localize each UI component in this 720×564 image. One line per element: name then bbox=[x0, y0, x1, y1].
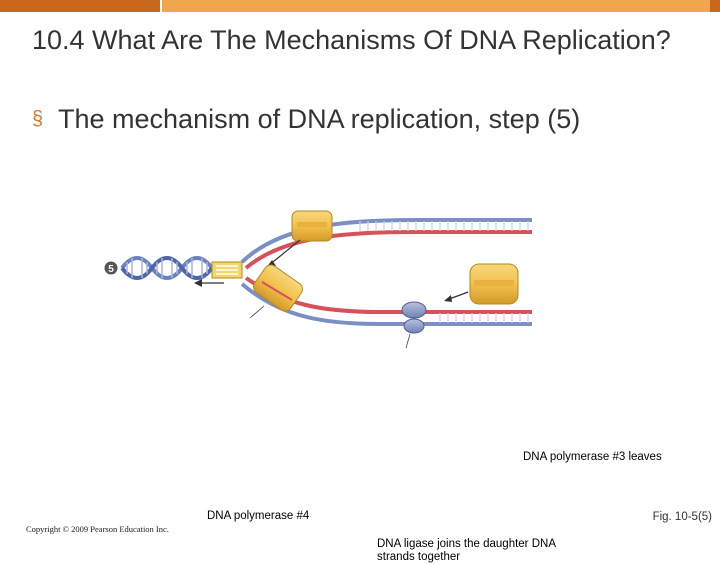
header-accent-bar bbox=[0, 0, 720, 14]
header-accent-light-segment bbox=[162, 0, 710, 12]
copyright-notice: Copyright © 2009 Pearson Education Inc. bbox=[26, 524, 169, 534]
parental-dna-helix bbox=[120, 256, 214, 280]
ligase-label: DNA ligase joins the daughter DNA strand… bbox=[377, 538, 556, 563]
bullet-item: § The mechanism of DNA replication, step… bbox=[32, 102, 692, 136]
bullet-text: The mechanism of DNA replication, step (… bbox=[58, 104, 581, 134]
figure-reference: Fig. 10-5(5) bbox=[652, 511, 712, 523]
dna-replication-diagram: 5 bbox=[0, 190, 720, 563]
slide-title: 10.4 What Are The Mechanisms Of DNA Repl… bbox=[32, 25, 671, 55]
step-number: 5 bbox=[108, 264, 114, 275]
helicase-block bbox=[211, 261, 243, 279]
fork-arrow-upper bbox=[267, 239, 301, 267]
header-accent-dark-segment bbox=[0, 0, 160, 12]
ligase-leader bbox=[405, 333, 411, 349]
upper-daughter-dna bbox=[240, 218, 532, 270]
dna-polymerase-3 bbox=[469, 263, 519, 305]
polymerase-4-leader bbox=[249, 305, 265, 319]
polymerase-4-label: DNA polymerase #4 bbox=[207, 510, 310, 522]
dna-polymerase-4 bbox=[253, 264, 303, 312]
dna-ligase bbox=[401, 301, 427, 334]
step-number-badge: 5 bbox=[104, 261, 118, 275]
bullet-icon: § bbox=[32, 108, 44, 130]
header-accent-end-segment bbox=[710, 0, 720, 12]
upper-polymerase bbox=[291, 210, 333, 242]
polymerase-3-label: DNA polymerase #3 leaves bbox=[523, 451, 662, 463]
